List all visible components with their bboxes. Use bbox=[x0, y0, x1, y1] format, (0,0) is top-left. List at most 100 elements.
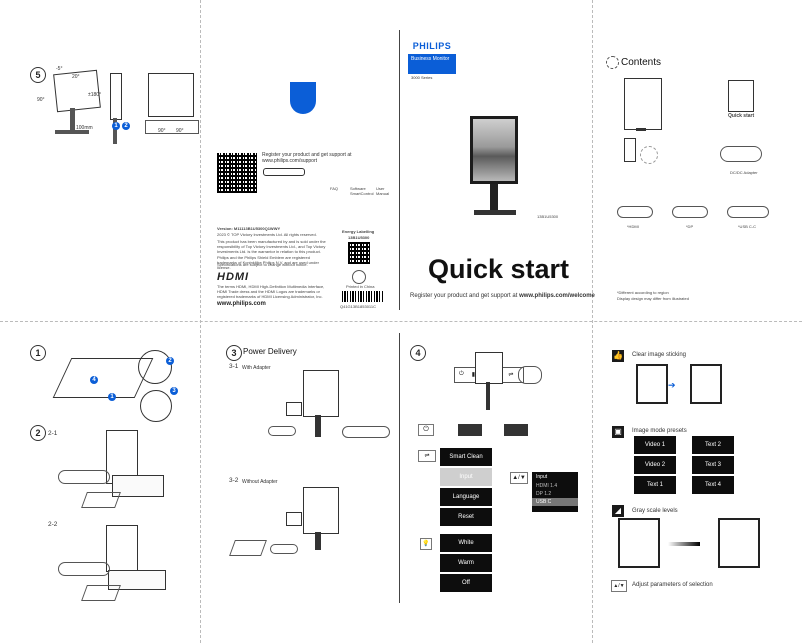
submenu-hdmi[interactable]: HDMI 1.4 bbox=[536, 483, 558, 489]
quick-start-title: Quick start bbox=[428, 254, 570, 284]
grayscale-after bbox=[718, 518, 760, 568]
arrow-right-icon: ➔ bbox=[668, 380, 676, 390]
step-2-marker: 2 bbox=[30, 425, 46, 441]
energy-label-title: Energy Labelling bbox=[342, 229, 375, 234]
step-2-2-label: 2-2 bbox=[48, 521, 58, 528]
light-white[interactable]: White bbox=[440, 534, 492, 552]
contents-monitor-base bbox=[636, 128, 646, 131]
submenu-input-title: Input bbox=[536, 474, 548, 480]
hdmi-logo: HDMI bbox=[217, 271, 250, 283]
series-label: 3000 Series bbox=[411, 75, 433, 80]
cover-stand-base bbox=[474, 210, 516, 215]
fold-line-2b bbox=[399, 333, 400, 603]
fold-line-horizontal bbox=[0, 321, 802, 323]
usbc-cable-label: *USB C-C bbox=[738, 224, 757, 229]
monitor-side-view bbox=[110, 73, 122, 120]
quick-start-label: Quick start bbox=[728, 113, 755, 119]
contents-monitor bbox=[624, 78, 662, 130]
preset-video-1[interactable]: Video 1 bbox=[634, 436, 676, 454]
preset-text-3[interactable]: Text 3 bbox=[692, 456, 734, 474]
osd-input[interactable]: Input bbox=[440, 468, 492, 486]
philips-shield-logo bbox=[290, 82, 316, 114]
step-3-1-label: 3-1 bbox=[229, 363, 239, 370]
submenu-dp[interactable]: DP 1.2 bbox=[536, 491, 552, 497]
preset-text-4[interactable]: Text 4 bbox=[692, 476, 734, 494]
adapter-2-2 bbox=[81, 585, 121, 601]
rear-monitor-2-2 bbox=[106, 525, 138, 572]
search-field-illustration bbox=[263, 168, 305, 176]
hdmi-cable-label: *HDMI bbox=[627, 224, 639, 229]
pivot-stand bbox=[145, 120, 199, 134]
spec-note: Specifications are subject to change wit… bbox=[217, 262, 308, 267]
monitor-4 bbox=[475, 352, 503, 384]
cover-monitor-screen bbox=[473, 119, 515, 181]
light-warm[interactable]: Warm bbox=[440, 554, 492, 572]
step-3-marker: 3 bbox=[226, 345, 242, 361]
port-panel-2-1 bbox=[112, 475, 164, 497]
adapter-icon bbox=[720, 146, 762, 162]
pivot-angle-a: 90° bbox=[158, 128, 166, 134]
osd-language[interactable]: Language bbox=[440, 488, 492, 506]
step-5-marker: 5 bbox=[30, 67, 46, 83]
adapter-2-1 bbox=[81, 492, 121, 508]
cable-2-2 bbox=[58, 562, 110, 576]
input-button[interactable]: ⇌ bbox=[508, 372, 514, 378]
grayscale-gradient bbox=[668, 542, 700, 546]
with-adapter-label: With Adapter bbox=[242, 365, 271, 371]
usbc-cable-icon bbox=[727, 206, 769, 218]
philips-wordmark: PHILIPS bbox=[408, 38, 456, 54]
monitor-3-1 bbox=[303, 370, 339, 417]
printed-in: Printed in China bbox=[346, 284, 375, 289]
hdmi-cable-icon bbox=[617, 206, 653, 218]
power-button[interactable]: ⏻ bbox=[459, 371, 464, 377]
register-url[interactable]: www.philips.com/welcome bbox=[519, 293, 595, 299]
grayscale-icon: ◢ bbox=[612, 505, 624, 517]
power-off-screen bbox=[458, 424, 482, 436]
preset-video-2[interactable]: Video 2 bbox=[634, 456, 676, 474]
support-qr-code bbox=[217, 153, 257, 193]
business-monitor-label: Business Monitor bbox=[408, 54, 456, 74]
stand-4 bbox=[486, 382, 490, 410]
monitor-pivot-view bbox=[148, 73, 194, 117]
dp-cable-icon bbox=[672, 206, 708, 218]
product-barcode bbox=[342, 291, 384, 302]
recycle-icon bbox=[352, 270, 366, 284]
zoom-circle-2 bbox=[140, 390, 172, 422]
port-panel-2-2 bbox=[108, 570, 166, 590]
stand-icon bbox=[624, 138, 636, 162]
brand-tag: PHILIPS Business Monitor 3000 Series bbox=[408, 38, 456, 84]
register-line: Register your product and get support at… bbox=[410, 293, 595, 299]
adapter-label: DC/DC Adapter bbox=[730, 170, 758, 175]
website: www.philips.com bbox=[217, 301, 266, 307]
register-prefix: Register your product and get support at bbox=[410, 293, 520, 299]
badge-3: 3 bbox=[170, 387, 178, 395]
arrow-badge-2: 2 bbox=[122, 122, 130, 130]
presets-label: Image mode presets bbox=[632, 428, 687, 434]
stand-3-1 bbox=[315, 415, 321, 437]
preset-text-1[interactable]: Text 1 bbox=[634, 476, 676, 494]
monitor-3-2 bbox=[303, 487, 339, 534]
port-detail-3-1 bbox=[286, 402, 302, 416]
input-switch-icon: ⇌ bbox=[418, 450, 436, 462]
sticking-after bbox=[690, 364, 722, 404]
preset-text-2[interactable]: Text 2 bbox=[692, 436, 734, 454]
submenu-usbc[interactable]: USB C bbox=[532, 498, 578, 506]
light-off[interactable]: Off bbox=[440, 574, 492, 592]
hdmi-text: The terms HDMI, HDMI High-Definition Mul… bbox=[217, 284, 325, 300]
cable-2-1 bbox=[58, 470, 110, 484]
tilt-angle-b: 20° bbox=[72, 74, 80, 80]
stand-base bbox=[55, 130, 89, 134]
quick-start-booklet-icon bbox=[728, 80, 754, 112]
menu-button[interactable]: ▮ bbox=[471, 372, 476, 378]
version-text: Version: M11113B1U5300Q1WWY bbox=[217, 226, 281, 231]
fold-line-3 bbox=[592, 0, 594, 643]
step-3-2-label: 3-2 bbox=[229, 477, 239, 484]
stand-side bbox=[113, 118, 117, 144]
finger-icon bbox=[518, 366, 542, 384]
osd-reset[interactable]: Reset bbox=[440, 508, 492, 526]
adjust-icon: ▲/▼ bbox=[611, 580, 627, 592]
input-submenu: Input HDMI 1.4 DP 1.2 USB C bbox=[532, 472, 578, 512]
faq-label: FAQ bbox=[330, 186, 339, 191]
clear-sticking-label: Clear image sticking bbox=[632, 352, 687, 358]
osd-smart-clean[interactable]: Smart Clean bbox=[440, 448, 492, 466]
